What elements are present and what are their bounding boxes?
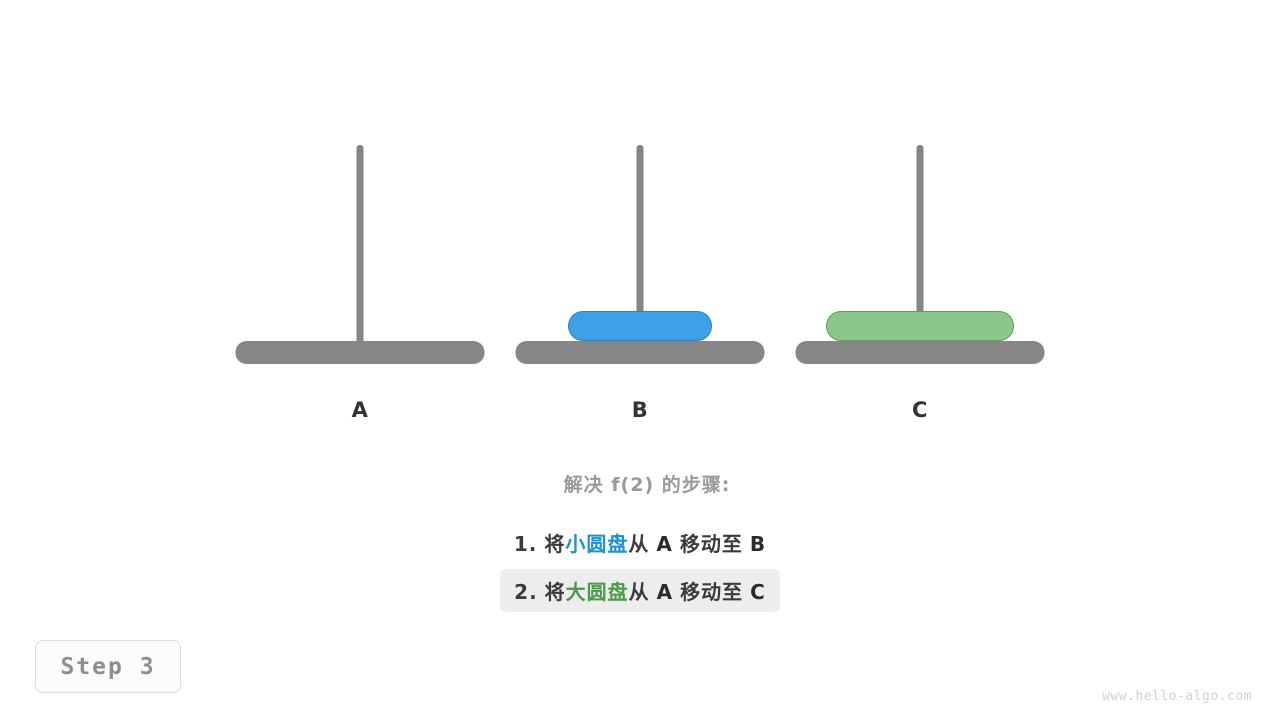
peg-a-rod [356,145,364,364]
disk-small-on-peg-b [568,311,712,341]
peg-c: C [790,140,1050,430]
peg-b-label: B [631,398,649,422]
step-1-target: B [749,532,767,556]
peg-c-base [795,341,1045,364]
peg-a-label: A [351,398,369,422]
step-1-from-word: 从 [628,532,650,556]
peg-c-label: C [912,398,928,422]
peg-b-rod [636,145,644,364]
peg-c-rod [916,145,924,364]
step-2-target: C [750,580,766,604]
step-2-verb: 将 [544,580,566,604]
step-1-source: A [656,532,673,556]
disk-large-on-peg-c [826,311,1014,341]
step-2-source: A [656,580,674,604]
step-1-verb: 将 [544,532,566,556]
step-1-number: 1. [513,532,538,556]
step-2-disk-word: 大圆盘 [565,580,629,604]
peg-a-base [235,341,485,364]
step-2-move-word: 移动至 [680,580,744,604]
caption-title: 解决 f(2) 的步骤: [563,474,731,496]
step-badge: Step 3 [35,640,181,693]
step-1-move-word: 移动至 [679,532,743,556]
step-2-number: 2. [514,580,538,604]
watermark: www.hello-algo.com [1102,689,1252,704]
peg-b: B [510,140,770,430]
step-2-from-word: 从 [628,580,650,604]
step-1-disk-word: 小圆盘 [565,532,629,556]
peg-b-base [515,341,765,364]
peg-a: A [230,140,490,430]
